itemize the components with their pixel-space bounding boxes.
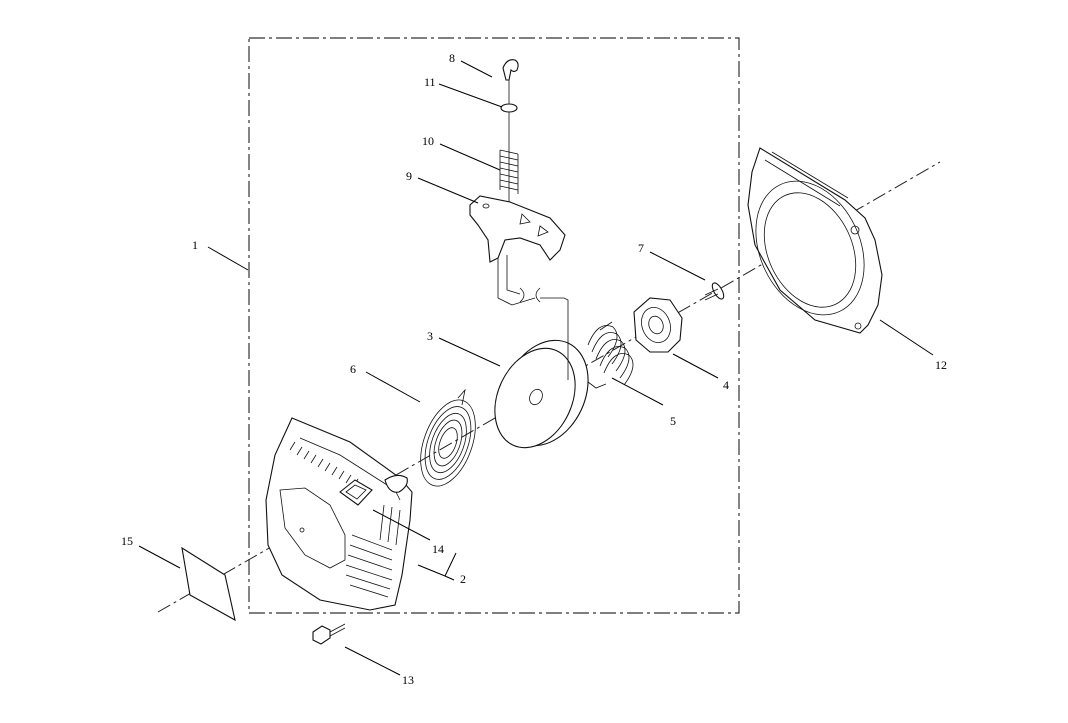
part-label-8: 8 xyxy=(449,51,455,65)
ratchet-cam-part xyxy=(633,297,683,353)
part-label-4: 4 xyxy=(723,378,729,392)
assembly-boundary-box xyxy=(248,37,740,614)
leader-lines xyxy=(138,60,934,676)
part-label-11: 11 xyxy=(424,75,436,89)
center-screw-part xyxy=(704,282,725,301)
part-label-1: 1 xyxy=(192,238,198,252)
starter-rope xyxy=(497,255,569,380)
part-label-10: 10 xyxy=(422,134,434,148)
rope-pulley-part xyxy=(494,339,589,449)
part-label-14: 14 xyxy=(432,542,444,556)
starter-cover-part xyxy=(265,417,413,611)
part-label-6: 6 xyxy=(350,362,356,376)
cover-screw-part xyxy=(312,623,346,645)
starter-handle-part xyxy=(469,195,566,263)
part-label-15: 15 xyxy=(121,534,133,548)
part-label-5: 5 xyxy=(670,414,676,428)
part-label-9: 9 xyxy=(406,169,412,183)
part-label-3: 3 xyxy=(427,329,433,343)
rope-break-mark xyxy=(519,287,541,303)
cover-label-part xyxy=(339,479,373,506)
part-label-13: 13 xyxy=(402,673,414,687)
recoil-spring-part xyxy=(420,388,476,487)
part-label-7: 7 xyxy=(638,241,644,255)
washer-part xyxy=(500,103,518,113)
part-label-12: 12 xyxy=(935,358,947,372)
part-label-2: 2 xyxy=(460,572,466,586)
rope-end-knot-part xyxy=(502,59,519,81)
pulley-spring-part xyxy=(587,321,634,389)
decal-part xyxy=(181,546,236,622)
fan-housing-part xyxy=(747,147,883,334)
